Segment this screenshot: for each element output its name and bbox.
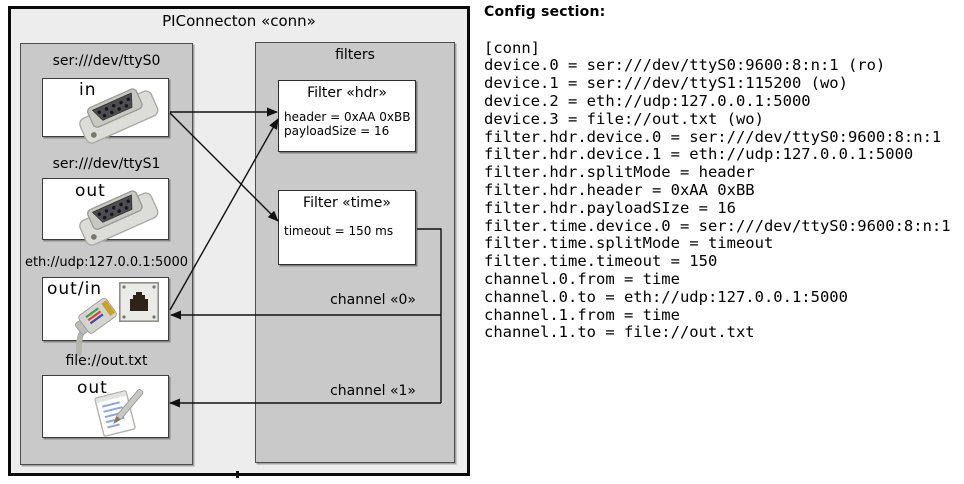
device-box-eth: out/in bbox=[42, 277, 169, 357]
filters-panel-title: filters bbox=[335, 47, 375, 63]
device-url-label: ser:///dev/ttyS0 bbox=[52, 53, 161, 69]
config-line: filter.hdr.payloadSIze = 16 bbox=[484, 198, 736, 217]
filter-param: payloadSize = 16 bbox=[284, 124, 390, 138]
piconnecton-diagram: PIConnecton «conn» ser:///dev/ttyS0 in s… bbox=[8, 6, 470, 476]
filter-hdr-box: Filter «hdr» header = 0xAA 0xBB payloadS… bbox=[278, 80, 416, 152]
config-line: channel.1.from = time bbox=[484, 305, 680, 324]
devices-panel: ser:///dev/ttyS0 in ser:///dev/ttyS1 out bbox=[20, 43, 193, 465]
device-box-ttys1: out bbox=[42, 178, 169, 246]
serial-connector-icon bbox=[79, 190, 159, 246]
device-direction-label: in bbox=[79, 80, 97, 100]
device-direction-label: out/in bbox=[47, 279, 103, 299]
config-line: filter.time.device.0 = ser:///dev/ttyS0:… bbox=[484, 216, 951, 235]
filter-param: timeout = 150 ms bbox=[284, 224, 394, 238]
config-line: device.1 = ser:///dev/ttyS1:115200 (wo) bbox=[484, 74, 848, 93]
config-line: channel.1.to = file://out.txt bbox=[484, 323, 755, 342]
config-line: filter.hdr.device.0 = ser:///dev/ttyS0:9… bbox=[484, 127, 942, 146]
filter-hdr-params: header = 0xAA 0xBB payloadSize = 16 bbox=[284, 110, 410, 138]
config-line: filter.time.splitMode = timeout bbox=[484, 234, 774, 253]
config-lines: [conn] device.0 = ser:///dev/ttyS0:9600:… bbox=[484, 38, 962, 343]
channel-0-label: channel «0» bbox=[330, 292, 416, 308]
device-url-label: eth://udp:127.0.0.1:5000 bbox=[24, 255, 189, 270]
config-line: filter.time.timeout = 150 bbox=[484, 252, 718, 271]
filter-hdr-title: Filter «hdr» bbox=[307, 85, 387, 101]
ethernet-port-icon bbox=[119, 282, 159, 322]
bottom-border-tick bbox=[236, 471, 239, 478]
config-line: channel.0.from = time bbox=[484, 269, 680, 288]
device-box-ttys0: in bbox=[42, 78, 169, 144]
config-line: [conn] bbox=[484, 38, 540, 57]
device-box-file: out bbox=[42, 375, 169, 438]
filter-time-box: Filter «time» timeout = 150 ms bbox=[278, 190, 416, 265]
config-line: filter.hdr.splitMode = header bbox=[484, 163, 755, 182]
device-direction-label: out bbox=[77, 378, 108, 398]
config-section: Config section: [conn] device.0 = ser://… bbox=[484, 4, 962, 342]
channel-1-label: channel «1» bbox=[330, 383, 416, 399]
filter-time-params: timeout = 150 ms bbox=[284, 224, 393, 238]
filter-time-title: Filter «time» bbox=[303, 195, 391, 211]
ethernet-plug-icon bbox=[74, 297, 117, 357]
config-line: filter.hdr.device.1 = eth://udp:127.0.0.… bbox=[484, 145, 914, 164]
device-url-label: ser:///dev/ttyS1 bbox=[52, 156, 161, 172]
filters-panel: filters Filter «hdr» header = 0xAA 0xBB … bbox=[255, 42, 455, 463]
config-line: device.0 = ser:///dev/ttyS0:9600:8:n:1 (… bbox=[484, 56, 886, 75]
diagram-title: PIConnecton «conn» bbox=[162, 12, 316, 30]
config-line: device.2 = eth://udp:127.0.0.1:5000 bbox=[484, 91, 811, 110]
config-line: filter.hdr.header = 0xAA 0xBB bbox=[484, 180, 755, 199]
device-direction-label: out bbox=[75, 181, 106, 201]
config-line: channel.0.to = eth://udp:127.0.0.1:5000 bbox=[484, 287, 848, 306]
filter-param: header = 0xAA 0xBB bbox=[284, 110, 411, 124]
config-heading: Config section: bbox=[484, 4, 606, 20]
notepad-icon bbox=[94, 388, 144, 437]
config-line: device.3 = file://out.txt (wo) bbox=[484, 109, 764, 128]
device-url-label: file://out.txt bbox=[65, 353, 148, 369]
serial-connector-icon bbox=[79, 88, 159, 144]
